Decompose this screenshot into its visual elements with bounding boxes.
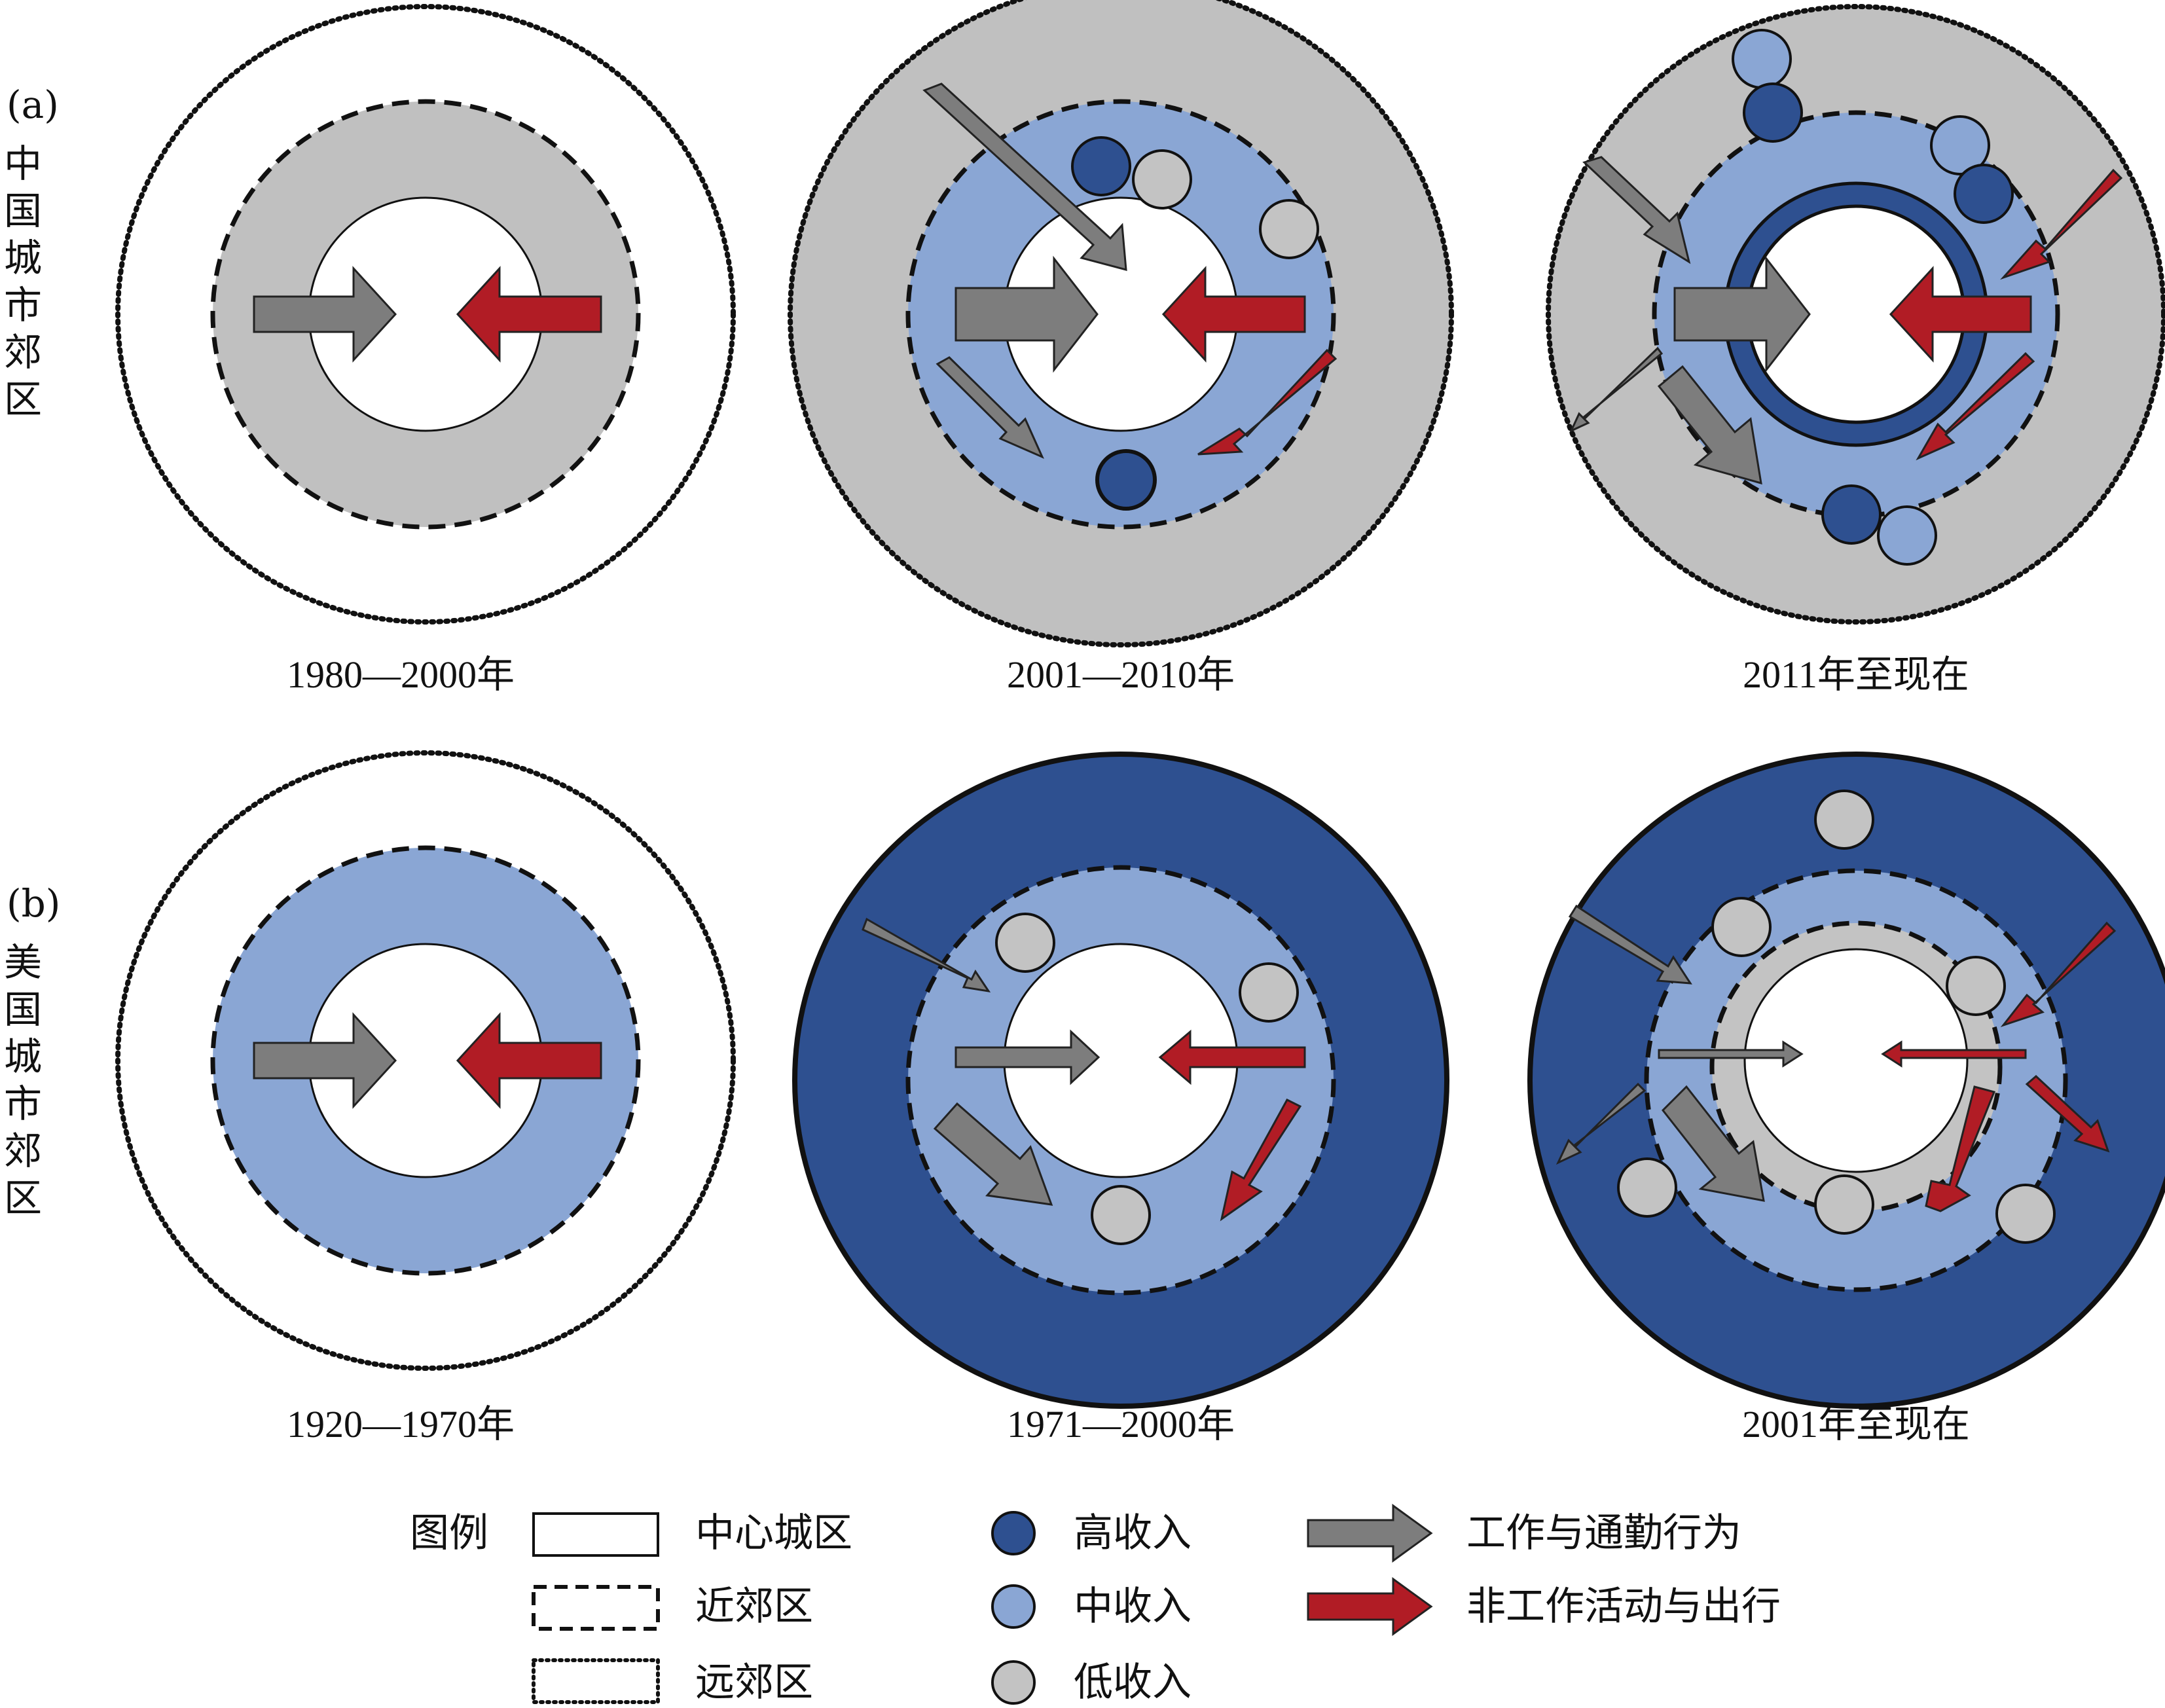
row-a-label: (a) 中 国 城 市 郊 区 [4, 82, 59, 422]
legend-low-income-dot [991, 1660, 1036, 1705]
high-income-dot [1071, 136, 1131, 196]
row-a-char: 国 [4, 189, 42, 233]
low-income-dot [1239, 962, 1299, 1023]
nonwork-arrow [2000, 921, 2117, 1027]
nonwork-arrow [1889, 266, 2032, 363]
low-income-dot [1995, 1184, 2056, 1244]
panel-china-2001-2010: 2001—2010年 [788, 0, 1454, 696]
work-arrow [922, 82, 1127, 271]
nonwork-arrow [456, 266, 602, 363]
high-income-dot [1095, 449, 1157, 511]
legend-outer-suburb-label: 远郊区 [695, 1660, 813, 1705]
row-a-letter: (a) [7, 82, 59, 127]
row-b-label: (b) 美 国 城 市 郊 区 [4, 881, 60, 1220]
row-b-char: 区 [4, 1176, 42, 1220]
low-income-dot [1132, 149, 1192, 209]
low-income-dot [1091, 1185, 1151, 1245]
nonwork-arrow [2025, 1074, 2110, 1153]
mid-income-dot [1930, 115, 1990, 175]
legend-high-income-label: 高收入 [1074, 1510, 1192, 1556]
work-arrow [862, 917, 991, 993]
panel-usa-2001-now: 2001年至现在 [1527, 752, 2165, 1445]
low-income-dot [1946, 956, 2006, 1016]
nonwork-arrow [1881, 1040, 2027, 1068]
work-arrow [1569, 346, 1664, 433]
work-arrow [1556, 1082, 1646, 1165]
row-b-char: 市 [4, 1081, 42, 1126]
work-arrow [1673, 255, 1811, 373]
nonwork-arrow [1197, 348, 1337, 456]
period-label: 1920—1970年 [287, 1403, 515, 1445]
legend-outer-suburb-swatch [532, 1658, 660, 1704]
row-b-char: 郊 [4, 1129, 42, 1173]
period-label: 2001年至现在 [1742, 1403, 1970, 1445]
legend-nonwork-label: 非工作活动与出行 [1466, 1584, 1781, 1629]
high-income-dot [1821, 484, 1882, 545]
period-label: 2001—2010年 [1007, 653, 1235, 696]
low-income-dot [1814, 1174, 1874, 1235]
nonwork-arrow [1916, 352, 2035, 461]
low-income-dot [1259, 199, 1319, 259]
city-center-disc [1743, 948, 1969, 1173]
legend-mid-income-label: 中收入 [1074, 1584, 1192, 1629]
work-arrow [1657, 365, 1762, 485]
legend-low-income-label: 低收入 [1074, 1660, 1192, 1705]
low-income-dot [1814, 790, 1874, 850]
legend-center-swatch [532, 1512, 659, 1557]
work-arrow [1568, 904, 1692, 985]
mid-income-dot [1732, 29, 1792, 89]
low-income-dot [1711, 897, 1772, 957]
row-b-char: 城 [4, 1034, 42, 1079]
low-income-dot [995, 913, 1055, 973]
period-label: 2011年至现在 [1743, 653, 1969, 696]
row-a-char: 区 [4, 377, 42, 422]
work-arrow [253, 266, 397, 363]
work-arrow [1582, 156, 1691, 264]
mid-income-dot [1877, 505, 1937, 566]
nonwork-arrow [456, 1012, 602, 1109]
legend-title: 图例 [410, 1510, 488, 1556]
panel-usa-1920-1970: 1920—1970年 [115, 750, 736, 1445]
work-arrow [955, 255, 1099, 373]
legend-center-label: 中心城区 [695, 1510, 852, 1556]
low-income-dot [1617, 1157, 1677, 1218]
legend-nonwork-arrow [1307, 1577, 1433, 1636]
row-a-char: 郊 [4, 330, 42, 374]
nonwork-arrow [2000, 168, 2123, 280]
period-label: 1971—2000年 [1007, 1403, 1235, 1445]
work-arrow [1661, 1085, 1765, 1202]
row-b-letter: (b) [7, 881, 60, 926]
nonwork-arrow [1220, 1099, 1302, 1222]
legend-work-label: 工作与通勤行为 [1466, 1510, 1741, 1556]
legend-inner-suburb-swatch [532, 1585, 660, 1631]
high-income-dot [1954, 164, 2014, 224]
work-arrow [933, 1102, 1053, 1206]
row-a-char: 城 [4, 236, 42, 280]
panel-china-1980-2000: 1980—2000年 [115, 4, 736, 696]
work-arrow [955, 1029, 1101, 1085]
high-income-dot [1743, 82, 1803, 143]
row-a-char: 市 [4, 283, 42, 327]
legend-work-arrow [1307, 1504, 1433, 1563]
nonwork-arrow [1158, 1029, 1306, 1085]
work-arrow [936, 356, 1044, 459]
row-b-char: 国 [4, 987, 42, 1032]
nonwork-arrow [1925, 1085, 1996, 1212]
legend-inner-suburb-label: 近郊区 [695, 1584, 813, 1629]
legend-mid-income-dot [991, 1584, 1036, 1629]
row-a-char: 中 [4, 141, 42, 186]
panel-china-2011-now: 2011年至现在 [1546, 4, 2165, 696]
period-label: 1980—2000年 [287, 653, 515, 696]
panel-usa-1971-2000: 1971—2000年 [792, 752, 1449, 1445]
work-arrow [253, 1012, 397, 1109]
legend: 图例 中心城区 近郊区 远郊区 高收入 中收入 低收入 工作与通勤行为 非工作活… [410, 1504, 1781, 1705]
row-b-char: 美 [4, 940, 42, 985]
legend-high-income-dot [991, 1511, 1036, 1555]
nonwork-arrow [1161, 266, 1306, 363]
work-arrow [1658, 1040, 1804, 1068]
